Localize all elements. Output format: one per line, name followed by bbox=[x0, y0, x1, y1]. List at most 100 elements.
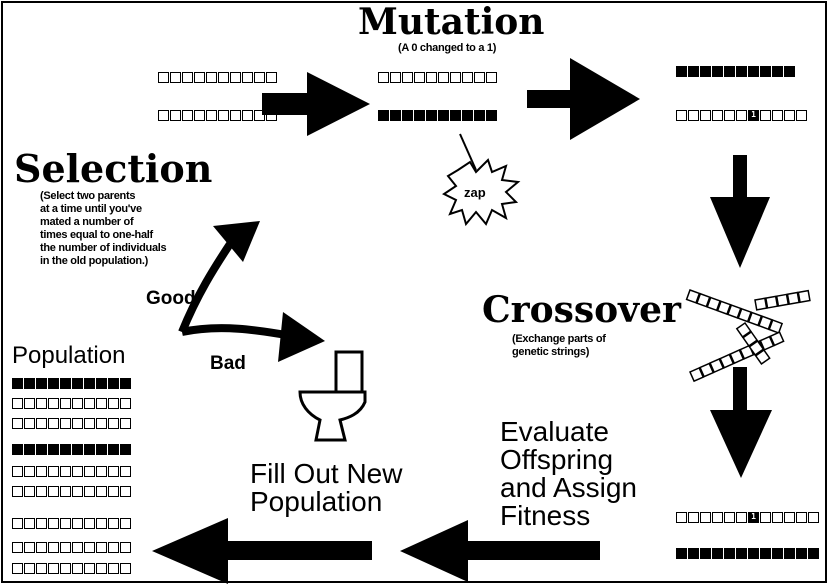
bit-cell bbox=[784, 110, 795, 121]
bit-cell bbox=[24, 563, 35, 574]
population-string bbox=[12, 398, 131, 409]
bit-cell bbox=[12, 518, 23, 529]
bit-cell bbox=[36, 378, 47, 389]
bit-cell bbox=[60, 486, 71, 497]
bit-cell bbox=[120, 466, 131, 477]
bit-cell bbox=[736, 66, 747, 77]
fill-label: Fill Out New Population bbox=[250, 460, 402, 516]
bit-cell bbox=[96, 563, 107, 574]
selection-note: (Select two parents at a time until you'… bbox=[40, 190, 167, 268]
bit-cell bbox=[414, 72, 425, 83]
bit-cell bbox=[784, 66, 795, 77]
bit-cell bbox=[760, 548, 771, 559]
bit-cell bbox=[36, 563, 47, 574]
bit-cell bbox=[72, 378, 83, 389]
bit-cell bbox=[24, 542, 35, 553]
bit-cell bbox=[736, 110, 747, 121]
bit-cell bbox=[158, 72, 169, 83]
bit-cell bbox=[120, 398, 131, 409]
bit-cell bbox=[230, 72, 241, 83]
bit-cell bbox=[24, 444, 35, 455]
bit-cell bbox=[48, 418, 59, 429]
bit-cell bbox=[36, 418, 47, 429]
crossover-title: Crossover bbox=[482, 289, 681, 331]
bit-cell bbox=[108, 378, 119, 389]
evaluate-line: and Assign bbox=[500, 472, 637, 503]
bit-cell bbox=[218, 72, 229, 83]
bit-cell bbox=[84, 518, 95, 529]
bit-cell bbox=[772, 110, 783, 121]
good-arrowhead bbox=[213, 221, 260, 262]
bit-cell bbox=[36, 518, 47, 529]
bit-cell bbox=[712, 110, 723, 121]
bit-cell bbox=[108, 444, 119, 455]
bit-cell bbox=[60, 418, 71, 429]
bit-cell bbox=[170, 110, 181, 121]
bit-cell bbox=[206, 110, 217, 121]
population-string bbox=[12, 378, 131, 389]
population-string bbox=[12, 486, 131, 497]
bit-cell bbox=[784, 512, 795, 523]
bit-cell bbox=[120, 418, 131, 429]
bit-cell bbox=[760, 512, 771, 523]
bit-cell bbox=[84, 486, 95, 497]
bit-cell bbox=[808, 512, 819, 523]
bit-cell bbox=[60, 398, 71, 409]
bit-cell bbox=[60, 378, 71, 389]
mutated-string: 1 bbox=[676, 110, 807, 121]
bit-cell bbox=[48, 542, 59, 553]
bit-cell bbox=[96, 486, 107, 497]
bit-cell bbox=[254, 72, 265, 83]
bit-cell bbox=[12, 444, 23, 455]
bit-cell bbox=[438, 110, 449, 121]
bit-cell bbox=[96, 398, 107, 409]
mutation-subtitle: (A 0 changed to a 1) bbox=[398, 42, 497, 54]
bit-cell bbox=[486, 110, 497, 121]
zap-label: zap bbox=[464, 185, 486, 200]
parent-string bbox=[158, 72, 277, 83]
bit-cell bbox=[700, 110, 711, 121]
bit-cell bbox=[700, 548, 711, 559]
bit-cell bbox=[96, 542, 107, 553]
bit-cell bbox=[724, 66, 735, 77]
bit-cell bbox=[266, 110, 277, 121]
bit-cell bbox=[450, 72, 461, 83]
bit-cell bbox=[108, 542, 119, 553]
zap-pointer bbox=[459, 133, 477, 171]
bit-cell bbox=[474, 72, 485, 83]
crossover-strings bbox=[685, 289, 811, 383]
bit-cell bbox=[48, 563, 59, 574]
bit-cell bbox=[72, 444, 83, 455]
bit-cell bbox=[12, 466, 23, 477]
selection-note-line: times equal to one-half bbox=[40, 229, 153, 241]
bit-cell bbox=[378, 110, 389, 121]
bit-cell bbox=[700, 512, 711, 523]
population-string bbox=[12, 518, 131, 529]
bit-cell bbox=[784, 548, 795, 559]
population-string bbox=[12, 563, 131, 574]
bad-arrowhead bbox=[278, 312, 325, 362]
bit-cell bbox=[688, 512, 699, 523]
bit-cell bbox=[84, 466, 95, 477]
bit-cell bbox=[108, 518, 119, 529]
bit-cell bbox=[748, 548, 759, 559]
bit-cell bbox=[60, 542, 71, 553]
bit-cell bbox=[218, 110, 229, 121]
bit-cell bbox=[206, 72, 217, 83]
arrow-to-population bbox=[152, 518, 372, 584]
bit-cell bbox=[108, 398, 119, 409]
fill-line: Population bbox=[250, 486, 383, 517]
bit-cell bbox=[84, 418, 95, 429]
zap-burst bbox=[442, 158, 521, 227]
bit-cell bbox=[72, 563, 83, 574]
parent-string bbox=[158, 110, 277, 121]
evaluate-line: Offspring bbox=[500, 444, 614, 475]
bit-cell bbox=[48, 518, 59, 529]
evaluate-line: Evaluate bbox=[500, 416, 609, 447]
bit-cell bbox=[48, 466, 59, 477]
bit-cell bbox=[72, 486, 83, 497]
bit-cell bbox=[108, 563, 119, 574]
bit-cell bbox=[84, 542, 95, 553]
crossover-note: (Exchange parts of genetic strings) bbox=[512, 333, 606, 359]
bit-cell bbox=[170, 72, 181, 83]
